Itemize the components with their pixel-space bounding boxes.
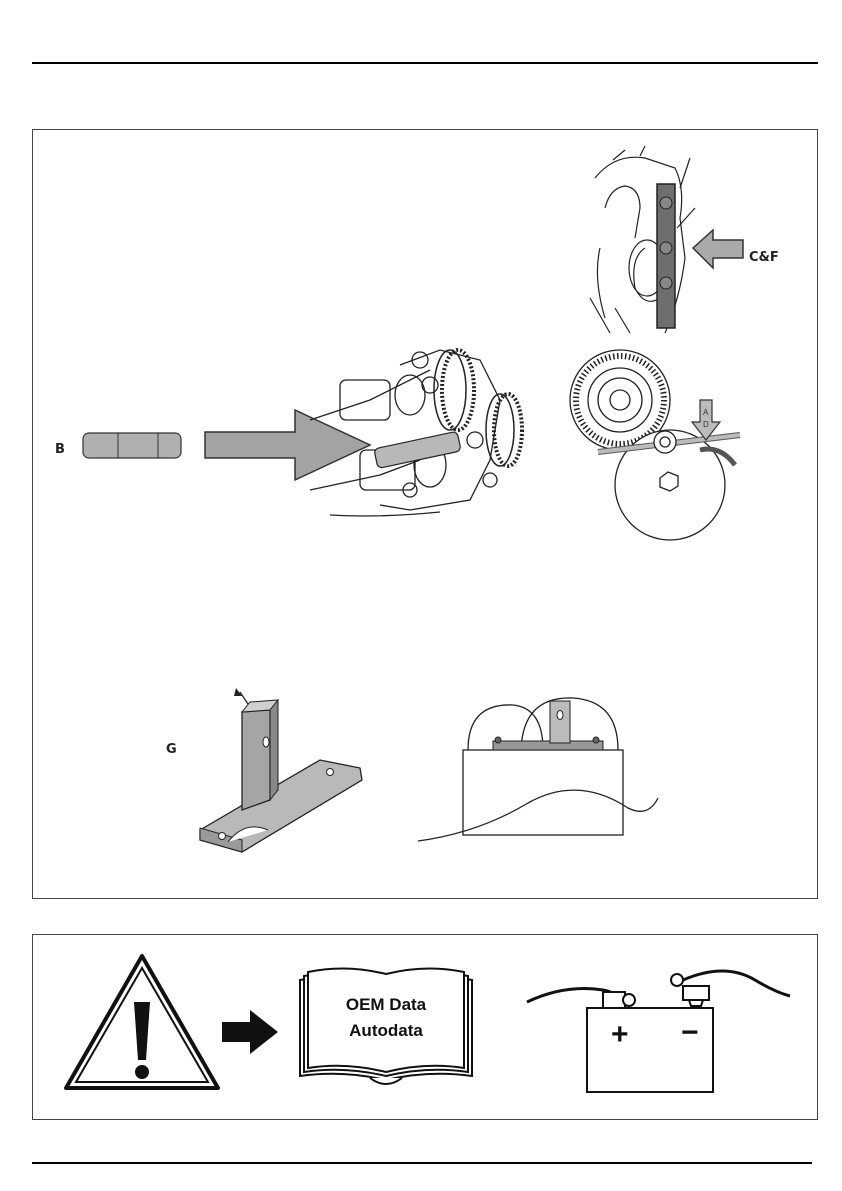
label-a: A: [703, 408, 708, 417]
book-line1: OEM Data: [346, 995, 427, 1014]
label-g: G: [166, 742, 177, 757]
footer-rule: [32, 1162, 812, 1164]
manual-book-icon: OEM Data Autodata: [298, 966, 474, 1092]
label-cf: C&F: [749, 250, 779, 265]
header-rule: [32, 62, 818, 64]
book-line2: Autodata: [349, 1021, 423, 1040]
timing-pin: [83, 433, 181, 458]
arrow-left-icon: [693, 230, 743, 268]
battery-icon: + −: [525, 962, 795, 1098]
warning-triangle-icon: [62, 952, 222, 1092]
pin-b-figure: [80, 340, 520, 520]
locking-bar-figure: [585, 148, 785, 338]
label-d: D: [703, 420, 709, 429]
locking-tool-base: [493, 741, 603, 750]
tool-fitted-figure: [418, 693, 668, 853]
arrow-right-icon: [220, 1010, 280, 1054]
tensioner-figure: [560, 350, 760, 545]
battery-minus: −: [681, 1016, 699, 1049]
tool-g-figure: [190, 680, 370, 860]
locking-tool-upright: [550, 701, 570, 743]
battery-plus: +: [611, 1018, 629, 1051]
label-b: B: [55, 442, 65, 457]
